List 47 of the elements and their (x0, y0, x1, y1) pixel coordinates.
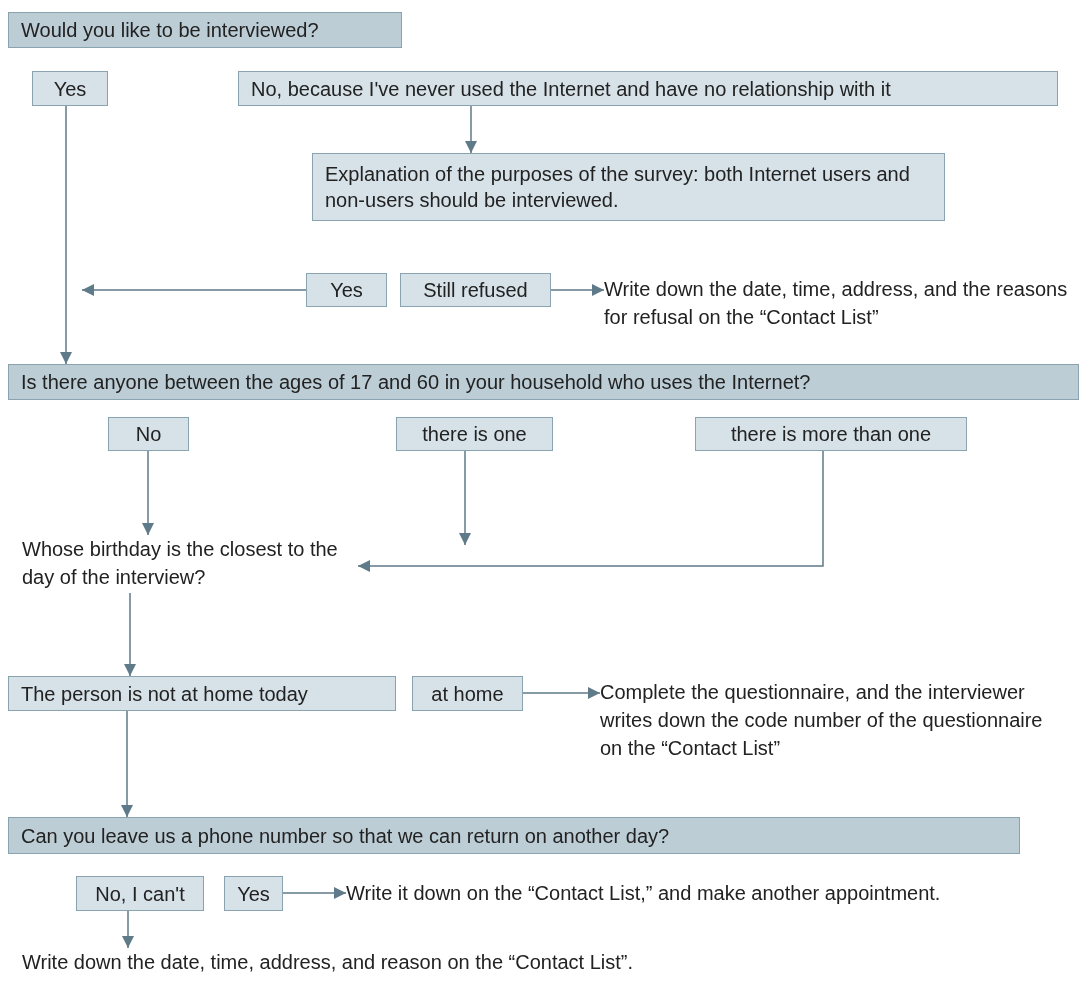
arrow (122, 910, 134, 949)
question-text: Is there anyone between the ages of 17 and 60 in your household who uses the Internet? (21, 370, 811, 395)
instruction-text: Write down the date, time, address, and reason on the “Contact List”. (22, 948, 882, 978)
arrow (357, 450, 824, 572)
arrow (121, 710, 133, 818)
answer-text: No, because I've never used the Internet and have no relationship with it (251, 76, 891, 102)
instruction-text: Complete the questionnaire, and the interviewer writes down the code number of the questionnaire on the “Contact List” (600, 678, 1060, 764)
question-box (8, 364, 1079, 400)
arrow (60, 105, 72, 365)
answer-text: The person is not at home today (21, 681, 308, 707)
question-box (8, 817, 1020, 854)
option-text: Yes (53, 76, 87, 102)
arrow (81, 284, 307, 296)
option-text: Still refused (423, 278, 528, 303)
answer-text: Explanation of the purposes of the survey: both Internet users and non-users should be interviewed. (325, 162, 911, 213)
arrow (124, 592, 136, 677)
instruction-text: Whose birthday is the closest to the day of the interview? (22, 535, 358, 593)
option-box (695, 417, 967, 451)
option-box (76, 876, 204, 911)
option-text: there is more than one (730, 422, 932, 447)
option-box (306, 273, 387, 307)
option-box (32, 71, 108, 106)
option-text: No (135, 422, 162, 447)
option-box (396, 417, 553, 451)
question-text: Can you leave us a phone number so that we can return on another day? (21, 823, 670, 849)
arrow (459, 450, 471, 546)
option-text: Yes (330, 278, 363, 303)
question-box (8, 12, 402, 48)
option-text: there is one (422, 422, 527, 447)
answer-box (8, 676, 396, 711)
arrow (142, 450, 154, 536)
answer-box (312, 153, 945, 221)
option-text: No, I can't (95, 881, 185, 907)
arrow (522, 687, 601, 699)
option-box (108, 417, 189, 451)
option-box (400, 273, 551, 307)
instruction-text: Write down the date, time, address, and the reasons for refusal on the “Contact List” (604, 275, 1089, 331)
arrow (282, 887, 347, 899)
question-text: Would you like to be interviewed? (21, 18, 319, 43)
option-text: Yes (237, 881, 270, 907)
option-box (412, 676, 523, 711)
instruction-text: Write it down on the “Contact List,” and make another appointment. (346, 879, 1089, 909)
arrow (465, 105, 477, 154)
answer-box (238, 71, 1058, 106)
option-text: at home (431, 681, 504, 707)
option-box (224, 876, 283, 911)
arrow (550, 284, 605, 296)
